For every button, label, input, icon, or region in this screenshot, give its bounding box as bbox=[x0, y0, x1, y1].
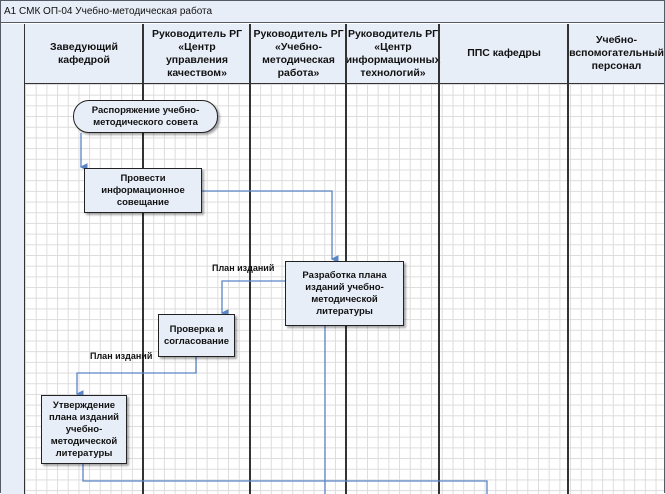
connector-meeting-develop[interactable] bbox=[202, 190, 339, 263]
lane-divider bbox=[345, 24, 347, 494]
connector-develop-check[interactable] bbox=[220, 280, 285, 317]
lane-divider bbox=[438, 24, 440, 494]
shape-check[interactable]: Проверка и согласование bbox=[158, 314, 235, 357]
connector-approve-out[interactable] bbox=[82, 464, 488, 494]
lane-header-support[interactable]: Учебно-вспомогательный персонал bbox=[569, 34, 664, 72]
lane-header-head[interactable]: Заведующий кафедрой bbox=[50, 40, 118, 66]
lane-divider bbox=[249, 24, 251, 494]
shape-meeting[interactable]: Провести информационное совещание bbox=[84, 168, 202, 213]
diagram-title: А1 СМК ОП-04 Учебно-методическая работа bbox=[1, 1, 664, 23]
lane-header-pps[interactable]: ППС кафедры bbox=[467, 47, 541, 59]
pool-label-strip bbox=[1, 24, 25, 494]
lane-header-row: Заведующий кафедрой Руководитель РГ «Цен… bbox=[25, 24, 664, 84]
connector-label-plan: План изданий bbox=[90, 351, 153, 361]
lane-header-it[interactable]: Руководитель РГ «Центр информационных те… bbox=[345, 27, 441, 79]
connector-check-approve[interactable] bbox=[75, 357, 197, 398]
shape-develop[interactable]: Разработка плана изданий учебно-методиче… bbox=[285, 261, 404, 326]
lane-divider bbox=[142, 24, 144, 494]
lane-divider bbox=[567, 24, 569, 494]
shape-start[interactable]: Распоряжение учебно-методического совета bbox=[73, 100, 218, 133]
lane-header-method[interactable]: Руководитель РГ «Учебно-методическая раб… bbox=[253, 27, 344, 79]
lane-header-quality[interactable]: Руководитель РГ «Центр управления качест… bbox=[151, 27, 243, 79]
shape-approve[interactable]: Утверждение плана изданий учебно-методич… bbox=[41, 395, 127, 464]
connector-label-plan: План изданий bbox=[212, 263, 275, 273]
